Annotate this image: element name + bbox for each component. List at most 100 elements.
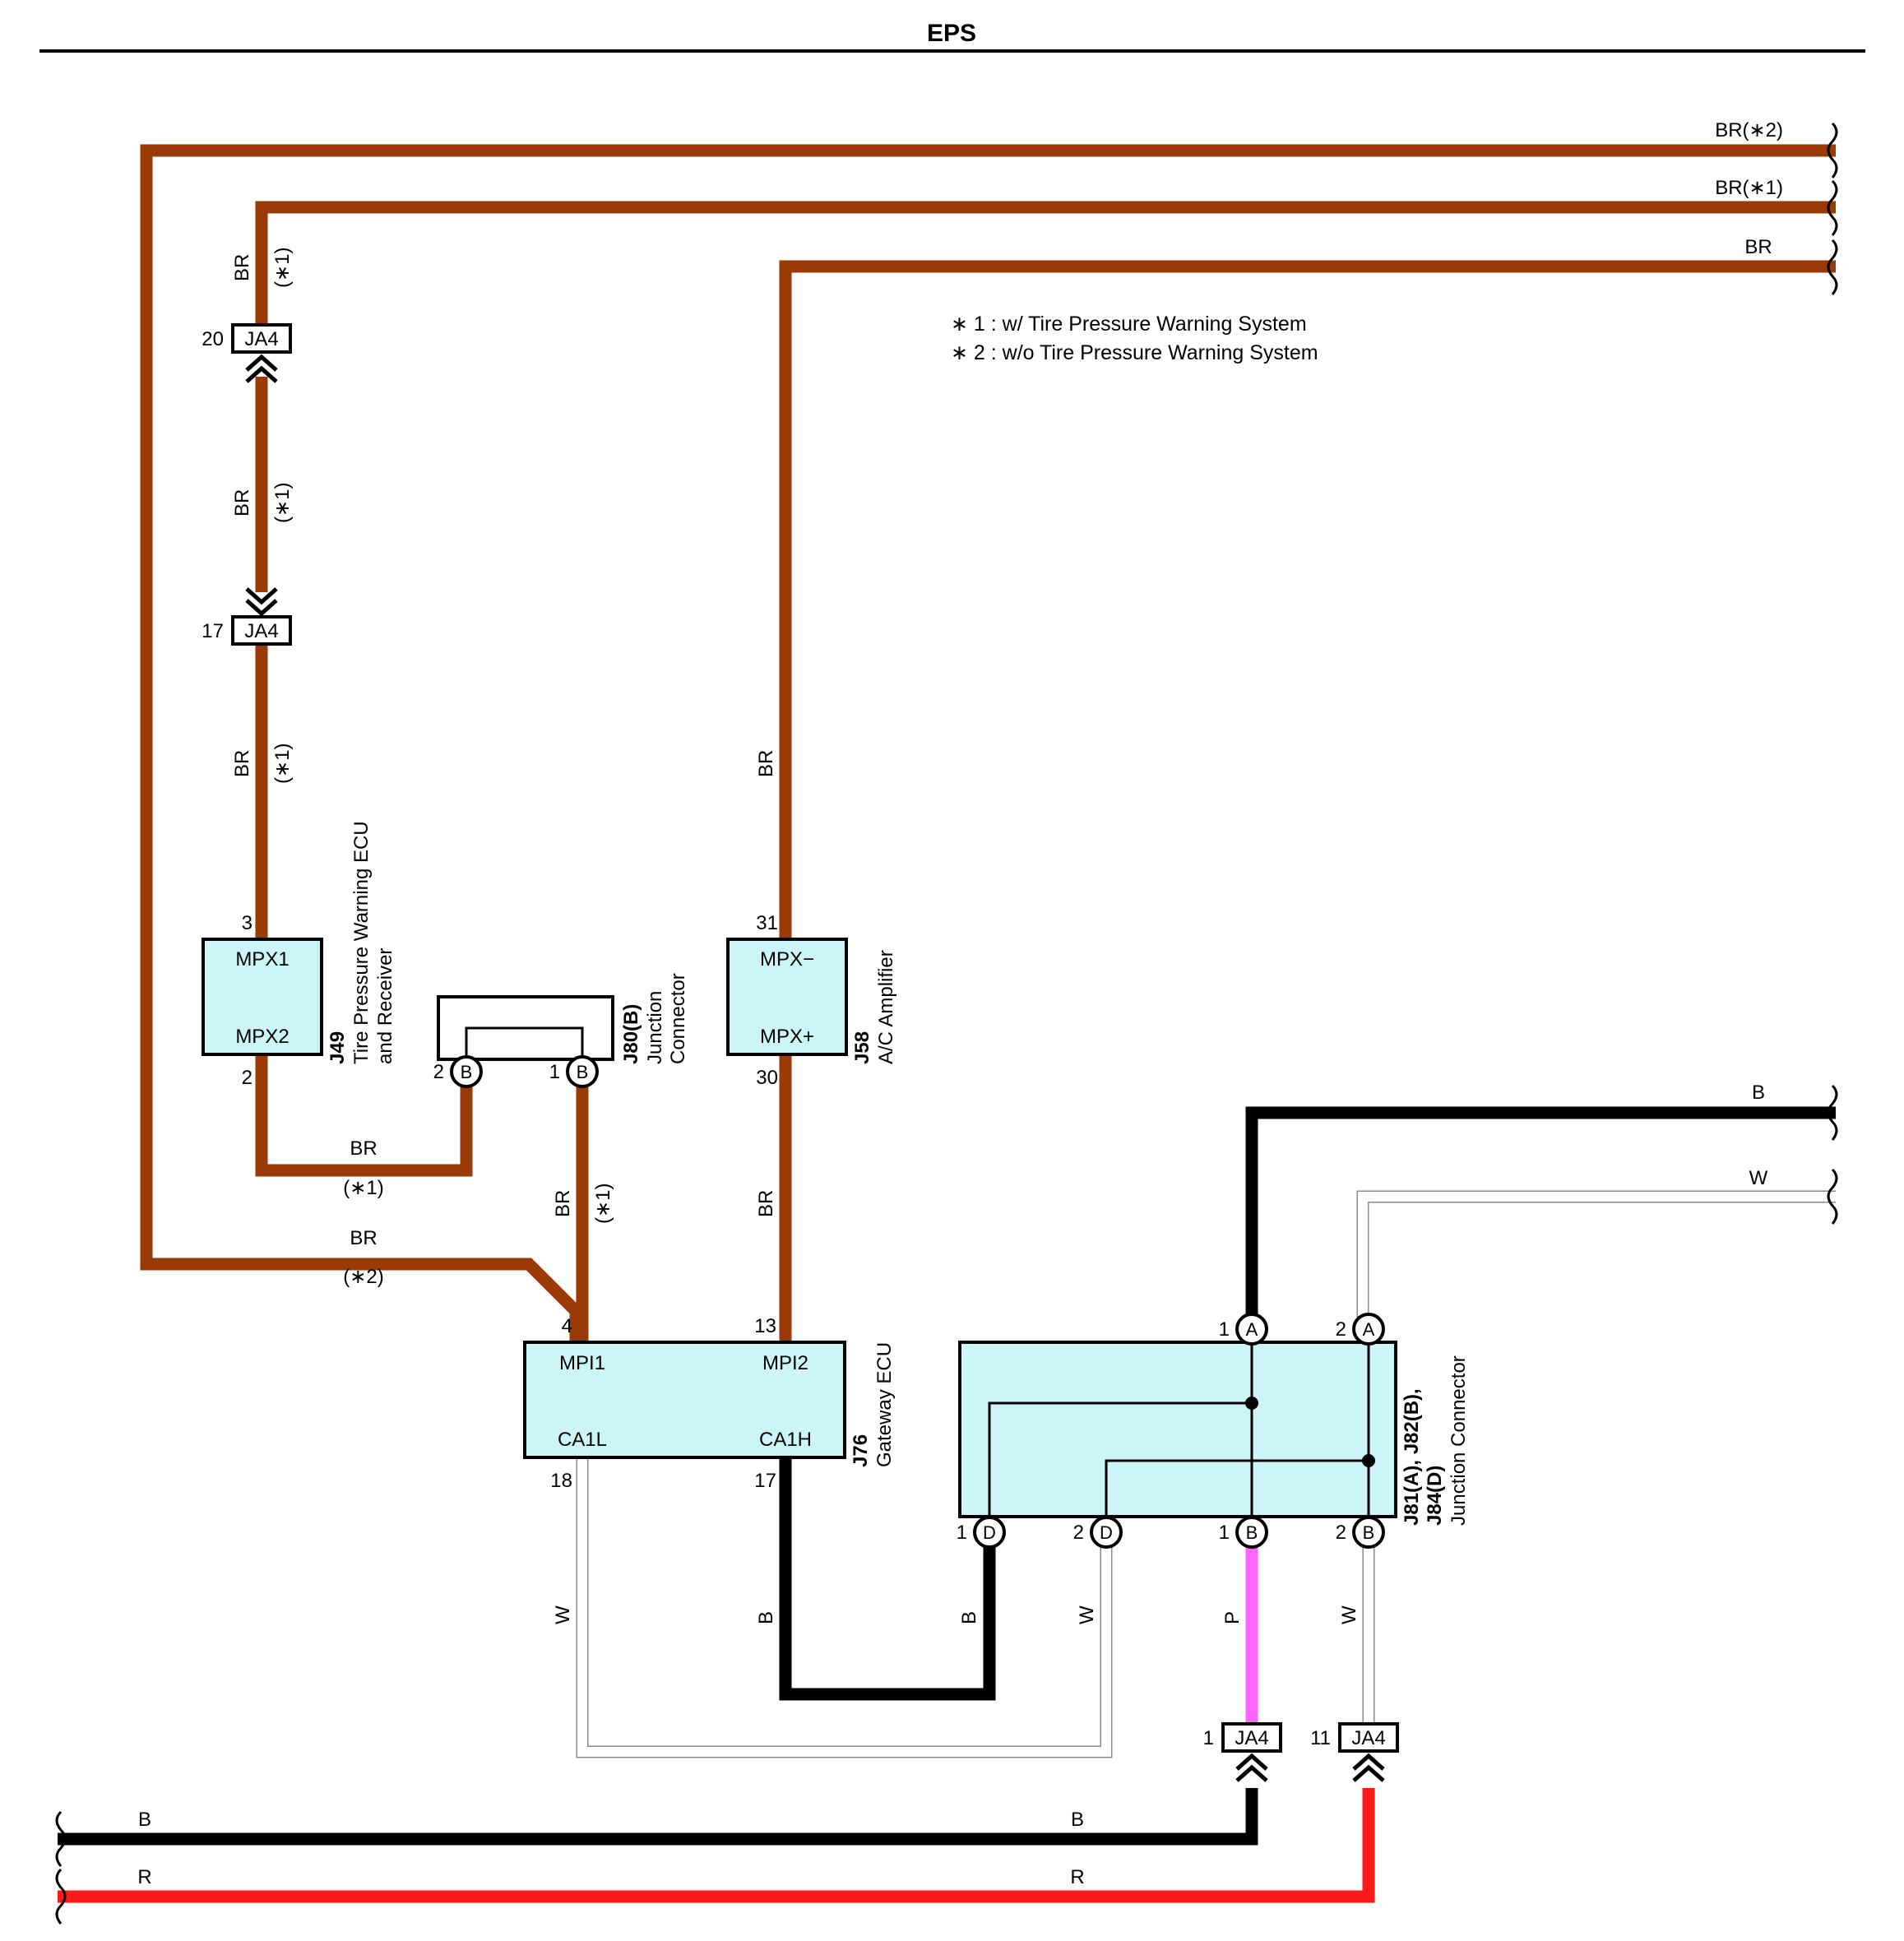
j81-j82-j84-junction-connector bbox=[958, 1341, 1397, 1518]
j82-pin-b2-letter: B bbox=[1363, 1522, 1375, 1543]
j81-code-line2: J84(D) bbox=[1424, 1466, 1446, 1526]
wire-b-ca1h bbox=[779, 1457, 996, 1701]
label-br-j58-top: BR bbox=[755, 750, 777, 777]
j84-pin-d2-letter: D bbox=[1100, 1522, 1113, 1543]
j82-pin-b2: 2 bbox=[1336, 1522, 1346, 1544]
wire-break-right-br2 bbox=[1827, 122, 1838, 178]
j81-internal-line-d1 bbox=[988, 1401, 1252, 1517]
j58-pin-30: 30 bbox=[756, 1067, 778, 1089]
j49-pin-3: 3 bbox=[242, 912, 252, 934]
wire-b-bottom bbox=[58, 1788, 1258, 1846]
wire-break-left-r bbox=[55, 1868, 67, 1925]
j49-pin-2: 2 bbox=[242, 1067, 252, 1089]
label-br-j49-j80: BR bbox=[350, 1137, 377, 1160]
j80-code: J80(B) bbox=[620, 1004, 642, 1064]
j82-pin-b2-circle bbox=[1352, 1516, 1385, 1549]
label-var1-v2: (∗1) bbox=[271, 483, 294, 523]
wire-break-right-w bbox=[1827, 1168, 1838, 1225]
label-r-bottom-mid: R bbox=[1070, 1866, 1084, 1888]
j76-term-mpi2: MPI2 bbox=[762, 1352, 808, 1374]
j76-term-mpi1: MPI1 bbox=[559, 1352, 605, 1374]
label-var2-left: (∗2) bbox=[343, 1266, 383, 1288]
connector-ja4-1-pin: 1 bbox=[1203, 1727, 1214, 1749]
j76-gateway-ecu bbox=[523, 1341, 846, 1459]
wire-br-j49-to-j80 bbox=[255, 1054, 473, 1177]
connector-ja4-1-label: JA4 bbox=[1235, 1727, 1268, 1749]
label-b-ca1h: B bbox=[755, 1611, 777, 1624]
label-br-star1-right: BR(∗1) bbox=[1715, 177, 1783, 199]
label-w-d2: W bbox=[1076, 1605, 1098, 1624]
wire-break-right-br1 bbox=[1827, 179, 1838, 236]
j84-pin-d1: 1 bbox=[957, 1522, 967, 1544]
j58-code: J58 bbox=[851, 1031, 873, 1064]
connector-ja4-11-pin: 11 bbox=[1310, 1727, 1331, 1749]
j84-pin-d2: 2 bbox=[1073, 1522, 1084, 1544]
connector-ja4-17-pin: 17 bbox=[202, 620, 224, 642]
connector-ja4-1-chevron-icon bbox=[1235, 1753, 1268, 1782]
wire-b-top-right bbox=[1245, 1106, 1836, 1319]
label-var1-v3: (∗1) bbox=[271, 744, 294, 784]
connector-ja4-20-label: JA4 bbox=[244, 328, 278, 350]
j84-pin-d1-letter: D bbox=[983, 1522, 996, 1543]
label-br-v3: BR bbox=[231, 750, 253, 777]
j82-pin-b1: 1 bbox=[1219, 1522, 1230, 1544]
j76-term-ca1l: CA1L bbox=[558, 1429, 607, 1451]
j80-pin-2: 2 bbox=[433, 1061, 444, 1083]
j81-code-line1: J81(A), J82(B), bbox=[1401, 1388, 1423, 1526]
j76-term-ca1h: CA1H bbox=[759, 1429, 812, 1451]
j81-pin-a2-letter: A bbox=[1363, 1319, 1375, 1340]
label-w-b2: W bbox=[1338, 1605, 1360, 1624]
connector-ja4-11 bbox=[1338, 1722, 1399, 1753]
wire-br-star1 bbox=[255, 201, 1836, 327]
j80-pin-1-circle bbox=[566, 1055, 599, 1088]
j76-pin-18: 18 bbox=[550, 1470, 572, 1492]
j81-pin-a2-circle bbox=[1352, 1313, 1385, 1346]
j49-code: J49 bbox=[327, 1031, 349, 1064]
note-2: ∗ 2 : w/o Tire Pressure Warning System bbox=[951, 341, 1318, 364]
label-br-star2-left: BR bbox=[350, 1227, 377, 1249]
wire-w-top-right-outline bbox=[1356, 1190, 1836, 1319]
j49-term-mpx2: MPX2 bbox=[235, 1026, 289, 1048]
j58-ac-amplifier bbox=[726, 938, 848, 1056]
connector-ja4-17-label: JA4 bbox=[244, 620, 278, 642]
wire-break-left-b bbox=[55, 1810, 67, 1867]
j80-pin-1-letter: B bbox=[577, 1062, 589, 1082]
label-br-v1: BR bbox=[231, 254, 253, 281]
label-var1-j49-j80: (∗1) bbox=[343, 1177, 383, 1199]
connector-ja4-17 bbox=[231, 615, 292, 646]
wire-break-right-br bbox=[1827, 239, 1838, 295]
label-var1-j80-j76: (∗1) bbox=[592, 1184, 614, 1224]
j49-name-line2: and Receiver bbox=[374, 948, 396, 1064]
label-w-right: W bbox=[1749, 1167, 1768, 1189]
label-b-bottom-mid: B bbox=[1071, 1809, 1084, 1831]
label-r-bottom-left: R bbox=[137, 1866, 151, 1888]
label-b-bottom-left: B bbox=[138, 1809, 151, 1831]
j82-pin-b1-circle bbox=[1235, 1516, 1268, 1549]
j84-pin-d1-circle bbox=[973, 1516, 1006, 1549]
j76-code: J76 bbox=[850, 1434, 872, 1467]
j76-pin-13: 13 bbox=[754, 1315, 776, 1337]
wire-w-ca1l bbox=[577, 1457, 1111, 1757]
j81-pin-a1: 1 bbox=[1219, 1318, 1230, 1341]
j81-internal-line-d2 bbox=[1105, 1459, 1369, 1517]
j76-name: Gateway ECU bbox=[873, 1342, 896, 1467]
j82-pin-b1-letter: B bbox=[1246, 1522, 1258, 1543]
j49-term-mpx1: MPX1 bbox=[235, 948, 289, 971]
j80-pin-2-circle bbox=[450, 1055, 483, 1088]
connector-ja4-11-label: JA4 bbox=[1351, 1727, 1385, 1749]
wire-r-bottom bbox=[58, 1788, 1375, 1903]
j49-name-line1: Tire Pressure Warning ECU bbox=[350, 821, 373, 1064]
j80-internal-link bbox=[465, 1026, 584, 1063]
label-br-j80-j76: BR bbox=[552, 1190, 574, 1217]
j80-name-line2: Connector bbox=[667, 973, 689, 1064]
label-br-v2: BR bbox=[231, 489, 253, 517]
j76-pin-4: 4 bbox=[562, 1315, 572, 1337]
wire-br-star2 bbox=[140, 144, 1836, 1342]
wire-break-right-b bbox=[1827, 1084, 1838, 1141]
j81-junction-dot-2 bbox=[1362, 1454, 1375, 1467]
j58-term-mpx-minus: MPX− bbox=[760, 948, 814, 971]
j58-term-mpx-plus: MPX+ bbox=[760, 1026, 814, 1048]
label-w-ca1l: W bbox=[552, 1605, 574, 1624]
connector-ja4-17-chevron-icon bbox=[245, 587, 278, 617]
